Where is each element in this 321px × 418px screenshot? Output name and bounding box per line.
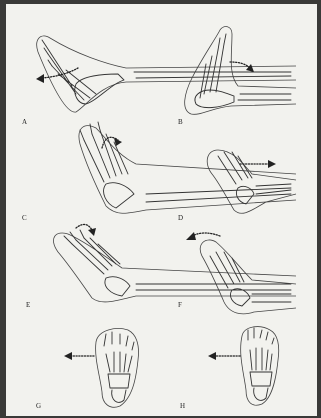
panel-f-illustration [200, 240, 296, 314]
panel-label-f: F [178, 301, 182, 309]
panel-label-b: B [178, 118, 183, 126]
panel-e-illustration [53, 230, 296, 302]
panel-b-illustration [185, 27, 296, 115]
panel-d-illustration [207, 150, 296, 213]
panel-label-d: D [178, 214, 183, 222]
panel-g-arrow [64, 352, 94, 360]
panel-f-arrow [186, 232, 220, 240]
panel-label-e: E [26, 301, 30, 309]
panel-a-illustration [37, 36, 296, 112]
panel-h-arrow [208, 352, 240, 360]
panel-e-arrow [76, 224, 96, 236]
panel-a-arrow [36, 68, 78, 83]
panel-g-illustration [96, 329, 139, 408]
panel-label-a: A [22, 118, 27, 126]
panel-c-arrow [102, 137, 122, 148]
book-page: A B C D E F G H [6, 4, 317, 416]
panel-label-h: H [180, 402, 185, 410]
panel-label-g: G [36, 402, 41, 410]
panel-label-c: C [22, 214, 27, 222]
panel-h-illustration [241, 327, 279, 406]
foot-motion-diagram: A B C D E F G H [6, 4, 317, 416]
panel-c-illustration [79, 122, 296, 213]
